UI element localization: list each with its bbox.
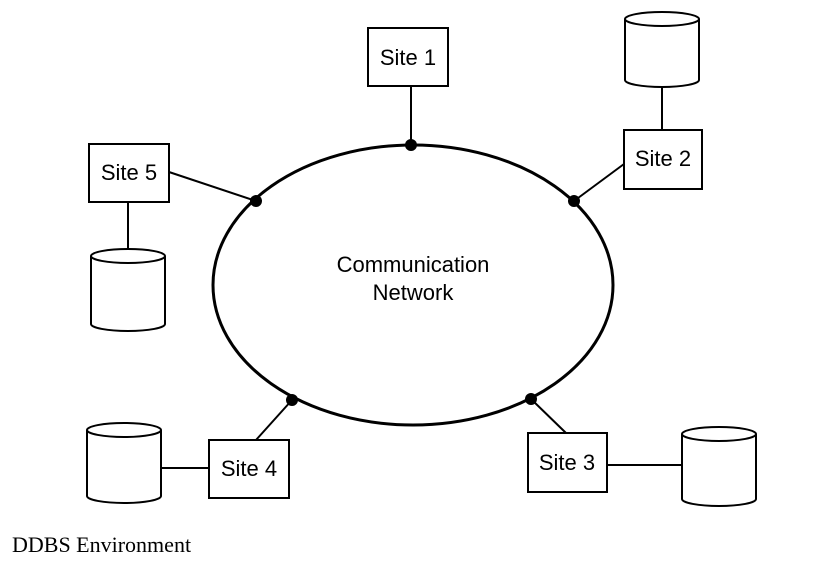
site-1-label: Site 1 [380,45,436,70]
site-2-connection-node [568,195,580,207]
site-3-connection-node [525,393,537,405]
site-2-link [573,163,625,202]
site-1-box [367,27,449,87]
network-label-line2: Network [373,280,455,305]
site-3: Site 3 [525,393,757,507]
site-5-link [168,171,257,202]
site-4-link [255,399,293,441]
site-4-box [208,439,290,499]
site-2-database-icon [624,11,700,88]
ddbs-diagram: Communication Network Site 1 Site 2 Site… [86,11,757,507]
site-3-database-icon [681,426,757,507]
figure-caption: DDBS Environment [12,532,192,557]
site-4-label: Site 4 [221,456,277,481]
site-2-box [623,129,703,190]
site-2: Site 2 [568,11,703,207]
site-5-box [88,143,170,203]
site-4-connection-node [286,394,298,406]
site-5: Site 5 [88,143,262,332]
site-5-connection-node [250,195,262,207]
site-1-connection-node [405,139,417,151]
site-4-database-icon [86,422,162,504]
site-1: Site 1 [367,27,449,151]
site-3-box [527,432,608,493]
site-4: Site 4 [86,394,298,504]
site-3-link [530,398,567,434]
site-3-label: Site 3 [539,450,595,475]
site-5-database-icon [90,248,166,332]
site-2-label: Site 2 [635,146,691,171]
site-5-label: Site 5 [101,160,157,185]
network-label-line1: Communication [337,252,490,277]
